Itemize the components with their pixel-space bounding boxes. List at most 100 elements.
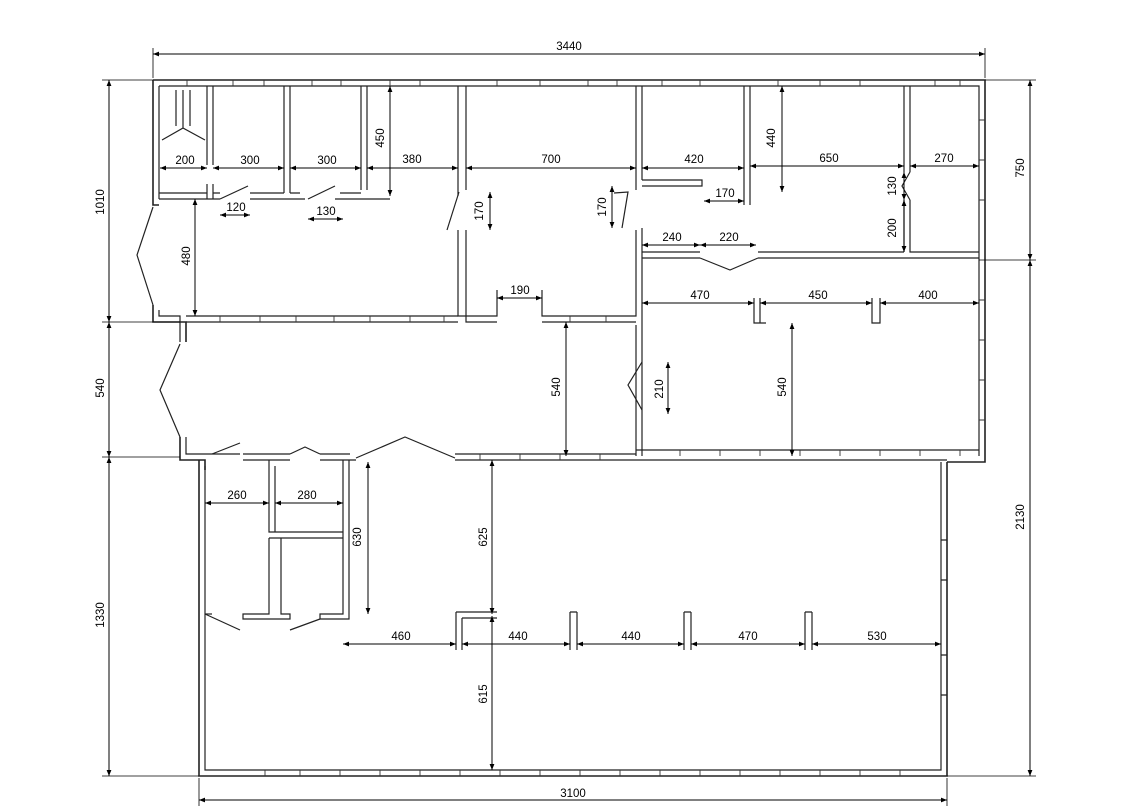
dimension-arrow-icon — [935, 641, 941, 647]
dimension-arrow-icon — [275, 500, 281, 506]
dimension-arrow-icon — [779, 186, 785, 192]
dim-750: 750 — [1015, 158, 1027, 177]
dimension-arrow-icon — [106, 80, 112, 86]
dimension-arrow-icon — [750, 242, 756, 248]
dimension-arrow-icon — [244, 212, 250, 218]
dimension-arrow-icon — [153, 51, 159, 57]
dimension-arrow-icon — [563, 450, 569, 456]
dimension-arrow-icon — [901, 246, 907, 252]
dimension-arrow-icon — [799, 641, 805, 647]
dimension-arrow-icon — [192, 310, 198, 316]
dim-170-b: 170 — [597, 197, 609, 216]
dimension-arrow-icon — [901, 194, 907, 200]
dim-170-a: 170 — [474, 201, 486, 220]
dim-3440: 3440 — [556, 41, 582, 53]
dimension-arrow-icon — [564, 641, 570, 647]
dim-380: 380 — [402, 154, 421, 166]
dim-170-c: 170 — [715, 188, 734, 200]
toilet-door-icon — [161, 90, 206, 141]
dimension-arrow-icon — [1027, 80, 1033, 86]
dimension-labels: 3440 3100 1010 540 1330 750 2130 200 300… — [95, 41, 1027, 800]
dim-300-a: 300 — [240, 155, 259, 167]
dimension-arrow-icon — [789, 450, 795, 456]
dimension-arrow-icon — [642, 242, 648, 248]
dim-470-a: 470 — [690, 290, 709, 302]
dimension-arrow-icon — [387, 190, 393, 196]
dimension-arrow-icon — [290, 165, 296, 171]
dim-700: 700 — [541, 154, 560, 166]
dimension-arrow-icon — [665, 408, 671, 414]
door-swing-icon — [219, 185, 249, 200]
dimension-arrow-icon — [779, 86, 785, 92]
dimension-arrow-icon — [630, 165, 636, 171]
dimension-arrow-icon — [789, 323, 795, 329]
dim-480: 480 — [181, 246, 193, 265]
dimension-arrow-icon — [355, 165, 361, 171]
dim-3100: 3100 — [560, 788, 586, 800]
dim-420: 420 — [684, 154, 703, 166]
dimension-arrow-icon — [880, 300, 886, 306]
dim-400: 400 — [918, 290, 937, 302]
dimension-arrow-icon — [577, 641, 583, 647]
dim-460: 460 — [391, 631, 410, 643]
dimension-arrow-icon — [973, 300, 979, 306]
dimension-arrow-icon — [489, 460, 495, 466]
dim-130-a: 130 — [316, 206, 335, 218]
dimension-arrow-icon — [694, 242, 700, 248]
dimension-arrow-icon — [973, 163, 979, 169]
dimension-arrow-icon — [642, 165, 648, 171]
dim-540-right: 540 — [777, 377, 789, 396]
dim-630: 630 — [352, 527, 364, 546]
dim-1330: 1330 — [95, 602, 107, 628]
dim-440-b: 440 — [621, 631, 640, 643]
dim-190: 190 — [510, 285, 529, 297]
dimension-arrow-icon — [263, 500, 269, 506]
dimension-arrow-icon — [106, 316, 112, 322]
dimension-arrow-icon — [106, 322, 112, 328]
dimension-arrow-icon — [497, 295, 503, 301]
dimension-arrow-icon — [678, 641, 684, 647]
dimension-arrow-icon — [738, 198, 744, 204]
dimension-arrow-icon — [192, 199, 198, 205]
dimension-arrow-icon — [609, 222, 615, 228]
walls — [152, 79, 986, 777]
dim-615: 615 — [478, 684, 490, 703]
dim-1010: 1010 — [95, 189, 107, 215]
dim-540-mid: 540 — [551, 377, 563, 396]
dimension-arrow-icon — [213, 165, 219, 171]
doors — [136, 90, 911, 631]
dim-450-b: 450 — [808, 290, 827, 302]
dimension-arrow-icon — [901, 172, 907, 178]
dimension-arrow-icon — [700, 242, 706, 248]
dimension-arrow-icon — [106, 770, 112, 776]
dimension-arrow-icon — [489, 616, 495, 622]
dimension-arrow-icon — [910, 163, 916, 169]
dimension-arrow-icon — [205, 500, 211, 506]
dimension-arrow-icon — [365, 608, 371, 614]
dimension-arrow-icon — [748, 300, 754, 306]
dim-240: 240 — [662, 232, 681, 244]
dim-280: 280 — [297, 490, 316, 502]
dimension-arrow-icon — [337, 500, 343, 506]
dimension-arrow-icon — [665, 362, 671, 368]
dimension-arrow-icon — [343, 641, 349, 647]
dimension-arrow-icon — [452, 165, 458, 171]
dimension-arrow-icon — [536, 295, 542, 301]
dim-450: 450 — [375, 128, 387, 147]
dim-200-a: 200 — [175, 155, 194, 167]
dimension-arrow-icon — [220, 212, 226, 218]
dimension-arrow-icon — [487, 224, 493, 230]
dimension-arrow-icon — [367, 165, 373, 171]
dim-530: 530 — [867, 631, 886, 643]
dimension-arrow-icon — [738, 165, 744, 171]
dimension-arrow-icon — [941, 797, 947, 803]
dimension-lines — [102, 48, 1036, 806]
dimension-arrow-icon — [563, 322, 569, 328]
dimension-arrow-icon — [278, 165, 284, 171]
dimension-arrow-icon — [387, 86, 393, 92]
dimension-arrow-icon — [201, 165, 207, 171]
dimension-arrow-icon — [462, 641, 468, 647]
dimension-arrow-icon — [901, 200, 907, 206]
dim-260: 260 — [227, 490, 246, 502]
